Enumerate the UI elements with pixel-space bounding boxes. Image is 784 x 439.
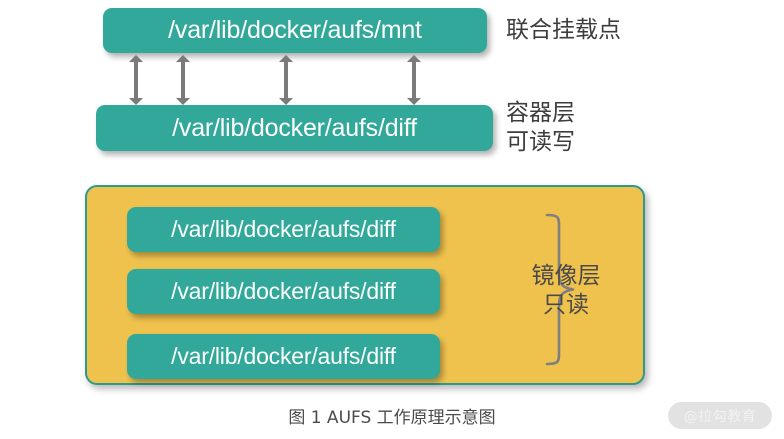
image-layer-box-2: /var/lib/docker/aufs/diff [127, 269, 440, 314]
container-layer-side-label: 容器层 可读写 [506, 100, 575, 156]
container-layer-box: /var/lib/docker/aufs/diff [96, 105, 493, 151]
arrow-shaft [181, 60, 185, 100]
arrow-head-down-icon [129, 98, 143, 105]
watermark-text: @拉勾教育 [683, 408, 757, 425]
arrow-head-up-icon [129, 55, 143, 62]
arrow-shaft [134, 60, 138, 100]
arrow-head-up-icon [279, 55, 293, 62]
image-layer-path-label: /var/lib/docker/aufs/diff [171, 278, 396, 304]
arrow-head-up-icon [407, 55, 421, 62]
mount-point-path-label: /var/lib/docker/aufs/mnt [168, 16, 422, 44]
figure-caption: 图 1 AUFS 工作原理示意图 [288, 408, 496, 428]
image-layer-box-3: /var/lib/docker/aufs/diff [127, 334, 440, 379]
container-layer-path-label: /var/lib/docker/aufs/diff [172, 113, 417, 142]
arrow-head-up-icon [176, 55, 190, 62]
curly-brace-icon [545, 213, 575, 366]
image-layer-box-1: /var/lib/docker/aufs/diff [127, 207, 440, 252]
image-layer-side-label: 镜像层 只读 [531, 263, 601, 319]
image-layer-panel: /var/lib/docker/aufs/diff /var/lib/docke… [85, 185, 645, 385]
mount-point-box: /var/lib/docker/aufs/mnt [103, 8, 487, 53]
arrow-head-down-icon [176, 98, 190, 105]
arrow-shaft [412, 60, 416, 100]
mount-arrow-2 [176, 55, 190, 105]
mount-point-side-label: 联合挂载点 [506, 17, 621, 43]
image-layer-path-label: /var/lib/docker/aufs/diff [171, 216, 396, 242]
arrow-head-down-icon [279, 98, 293, 105]
image-layer-path-label: /var/lib/docker/aufs/diff [171, 343, 396, 369]
arrow-shaft [284, 60, 288, 100]
watermark-badge: @拉勾教育 [668, 402, 772, 429]
mount-arrow-4 [407, 55, 421, 105]
mount-arrow-3 [279, 55, 293, 105]
mount-arrow-1 [129, 55, 143, 105]
arrow-head-down-icon [407, 98, 421, 105]
